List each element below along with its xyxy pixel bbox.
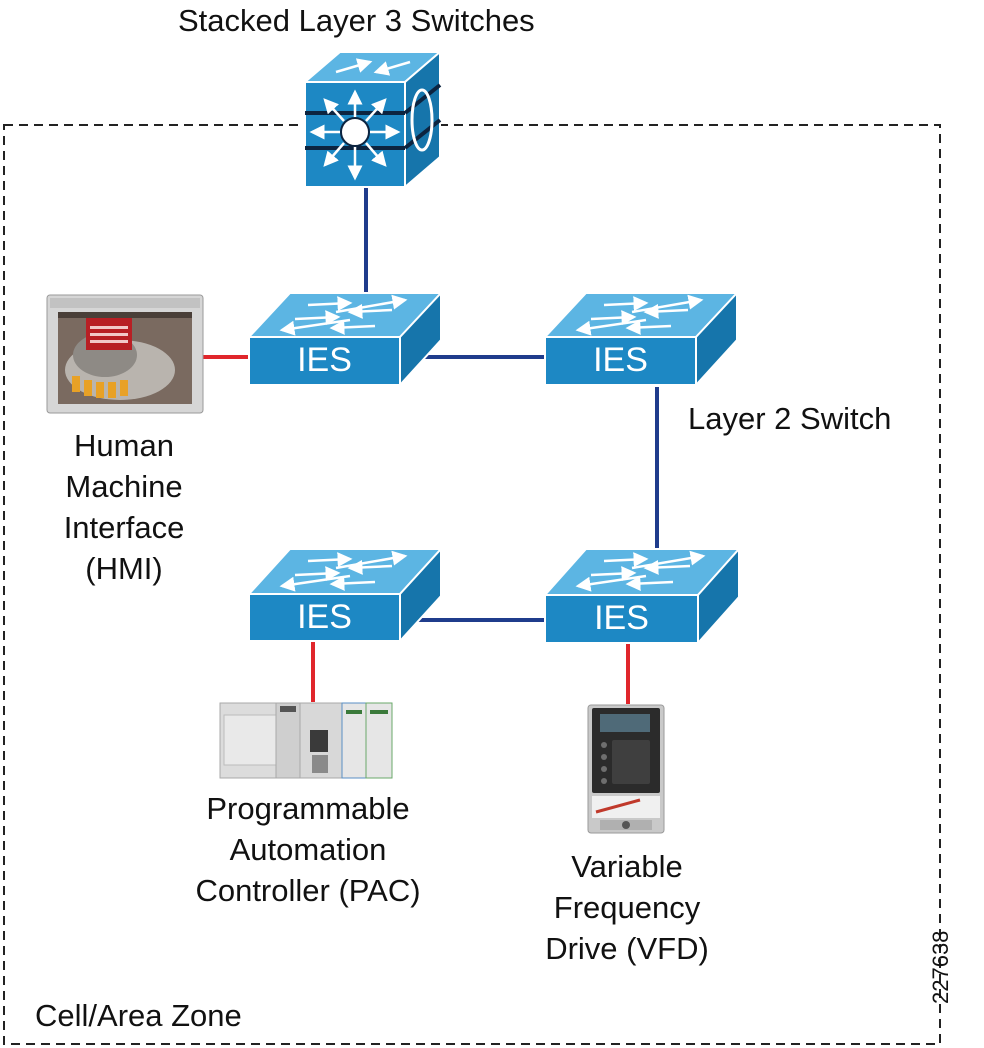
ies-switch-3 (246, 546, 444, 644)
hmi-label-line-4: (HMI) (85, 551, 163, 586)
vfd-label-line-1: Variable (571, 849, 683, 884)
vfd-device-image (587, 704, 665, 834)
ies-switch-2 (542, 290, 740, 388)
ies-switch-1 (246, 290, 444, 388)
trunk-links (364, 186, 659, 622)
hmi-label-line-2: Machine (65, 469, 183, 504)
vfd-label-line-3: Drive (VFD) (545, 931, 709, 966)
ies-switch-3-label: IES (297, 598, 352, 636)
ies-switch-2-label: IES (593, 341, 648, 379)
hmi-label-line-1: Human (74, 428, 174, 463)
ies-switch-4-label: IES (594, 599, 649, 637)
hmi-label: Human Machine Interface (HMI) (24, 425, 224, 589)
pac-label-line-3: Controller (PAC) (195, 873, 421, 908)
layer3-switch-title: Stacked Layer 3 Switches (178, 3, 535, 38)
cell-area-zone-label: Cell/Area Zone (35, 998, 242, 1033)
ies-switch-1-label: IES (297, 341, 352, 379)
pac-label-line-2: Automation (229, 832, 387, 867)
figure-id: 227638 (928, 930, 953, 1004)
layer3-switch-icon (302, 49, 443, 190)
vfd-label: Variable Frequency Drive (VFD) (517, 846, 737, 969)
vfd-label-line-2: Frequency (553, 890, 701, 925)
cell-area-zone-border (3, 124, 941, 1045)
edge-links (203, 355, 630, 704)
pac-device-image (219, 702, 393, 779)
hmi-device-image (46, 294, 204, 414)
hmi-label-line-3: Interface (63, 510, 185, 545)
layer2-switch-title: Layer 2 Switch (688, 401, 892, 436)
ies-switch-4 (542, 546, 742, 646)
pac-label-line-1: Programmable (206, 791, 410, 826)
pac-label: Programmable Automation Controller (PAC) (168, 788, 448, 911)
